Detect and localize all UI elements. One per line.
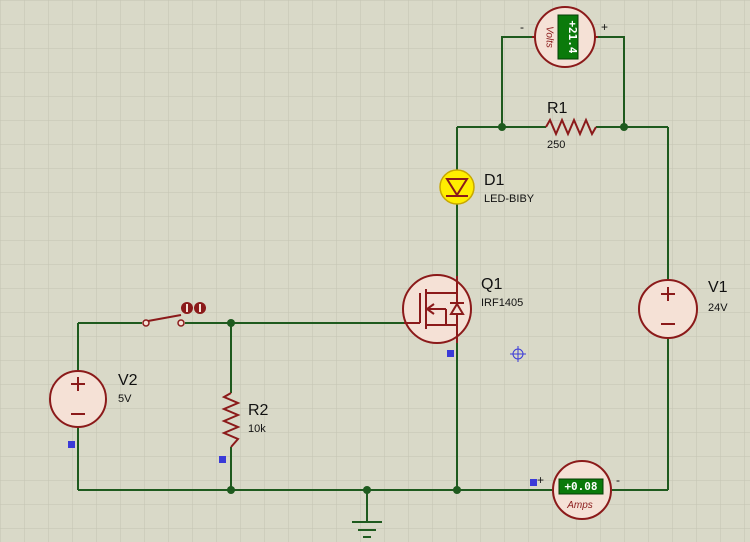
voltmeter[interactable]: +21.4 Volts - + [520,6,608,68]
voltmeter-unit: Volts [543,26,554,48]
wire-voltmeter-left[interactable] [501,36,532,127]
resistor-r2[interactable]: R2 10k [221,392,269,448]
r1-ref: R1 [547,100,568,117]
ammeter-display [558,478,604,495]
q1-ref: Q1 [481,276,502,293]
switch-toggle-mark [199,304,201,312]
junction-dot [227,486,235,494]
voltmeter-neg-sign: - [520,20,524,34]
voltmeter-pos-sign: + [601,20,608,34]
plus-icon [661,287,675,301]
diode-triangle-icon [445,178,469,197]
ammeter-neg-sign: - [616,473,620,487]
switch[interactable] [142,302,206,327]
junction-dot [620,123,628,131]
junction-dot [453,486,461,494]
v1-ref: V1 [708,279,728,296]
voltmeter-reading: +21.4 [566,20,579,53]
junction-dot [227,319,235,327]
voltmeter-display [557,14,579,60]
junction-dot [498,123,506,131]
voltage-source-v2[interactable]: V2 5V [49,370,138,428]
r1-value: 250 [547,139,565,151]
switch-contact-left [142,319,150,327]
r2-zigzag-icon [221,392,241,448]
plus-icon [71,377,85,391]
voltage-source-v1[interactable]: V1 24V [638,279,728,339]
switch-toggle-mark [186,304,188,312]
r2-value: 10k [248,423,266,435]
ammeter[interactable]: +0.08 Amps + - [537,460,620,520]
junction-dot [363,486,371,494]
v1-body [638,279,698,339]
resistor-r1[interactable]: R1 250 [545,100,597,151]
ammeter-unit: Amps [566,500,593,511]
pin-marker [447,350,454,357]
pin-marker [530,479,537,486]
v1-value: 24V [708,302,728,314]
v2-value: 5V [118,393,132,405]
r1-zigzag-icon [545,117,597,137]
switch-contact-right [177,319,185,327]
v2-ref: V2 [118,372,138,389]
mosfet-q1[interactable]: Q1 IRF1405 [402,274,523,344]
r2-ref: R2 [248,402,269,419]
q1-value: IRF1405 [481,297,523,309]
d1-ref: D1 [484,172,505,189]
ammeter-pos-sign: + [537,473,544,487]
wires [77,36,669,522]
pin-marker [68,441,75,448]
pin-marker [219,456,226,463]
mosfet-symbol-icon [404,276,465,343]
pin-markers [68,350,537,486]
led-d1[interactable]: D1 LED-BIBY [439,169,535,205]
led-body [439,169,475,205]
junctions [227,123,628,494]
ground-icon[interactable] [352,521,382,538]
ammeter-reading: +0.08 [564,480,597,493]
d1-value: LED-BIBY [484,193,535,205]
v2-body [49,370,107,428]
crosshair-icon [510,346,526,362]
wire-voltmeter-right[interactable] [596,36,625,127]
switch-blade [147,314,182,322]
